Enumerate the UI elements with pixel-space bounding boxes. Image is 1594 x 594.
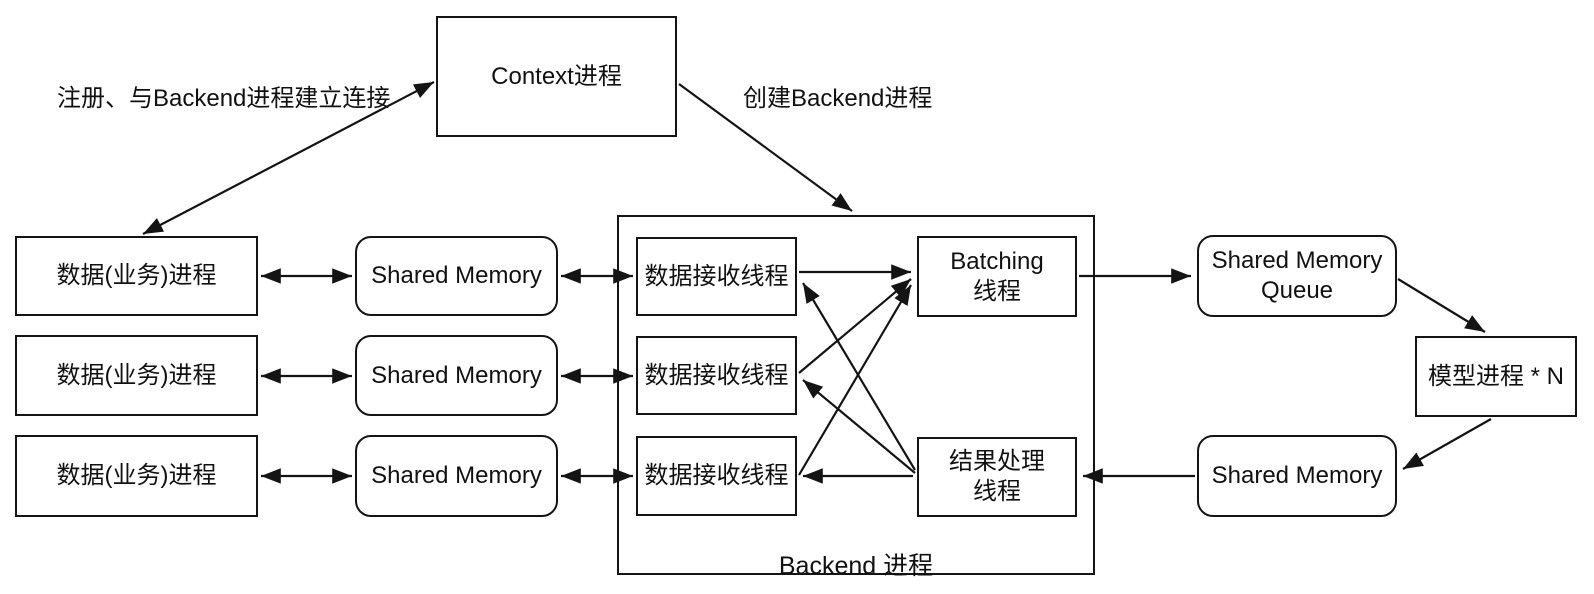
node-shared-memory-3: Shared Memory bbox=[355, 435, 558, 517]
node-batching-thread: Batching 线程 bbox=[917, 236, 1077, 317]
node-receive-thread-1: 数据接收线程 bbox=[636, 237, 797, 316]
arrow-queue-model bbox=[1397, 278, 1486, 333]
label-create-backend: 创建Backend进程 bbox=[743, 85, 933, 112]
node-receive-thread-3: 数据接收线程 bbox=[636, 436, 797, 516]
node-receive-thread-2: 数据接收线程 bbox=[636, 336, 797, 415]
node-model-process: 模型进程 * N bbox=[1415, 336, 1577, 417]
label-register-connect: 注册、与Backend进程建立连接 bbox=[57, 85, 391, 112]
arrow-model-shm bbox=[1402, 418, 1492, 470]
node-result-handler-thread: 结果处理 线程 bbox=[917, 437, 1077, 517]
node-shared-memory-out: Shared Memory bbox=[1197, 435, 1397, 517]
backend-process-container bbox=[617, 215, 1095, 575]
node-data-process-3: 数据(业务)进程 bbox=[15, 435, 258, 517]
node-shared-memory-1: Shared Memory bbox=[355, 236, 558, 316]
node-context-process: Context进程 bbox=[436, 16, 677, 137]
node-shared-memory-2: Shared Memory bbox=[355, 335, 558, 416]
node-data-process-2: 数据(业务)进程 bbox=[15, 335, 258, 416]
node-data-process-1: 数据(业务)进程 bbox=[15, 236, 258, 316]
backend-container-caption: Backend 进程 bbox=[778, 552, 934, 580]
node-shared-memory-queue: Shared Memory Queue bbox=[1197, 235, 1397, 317]
